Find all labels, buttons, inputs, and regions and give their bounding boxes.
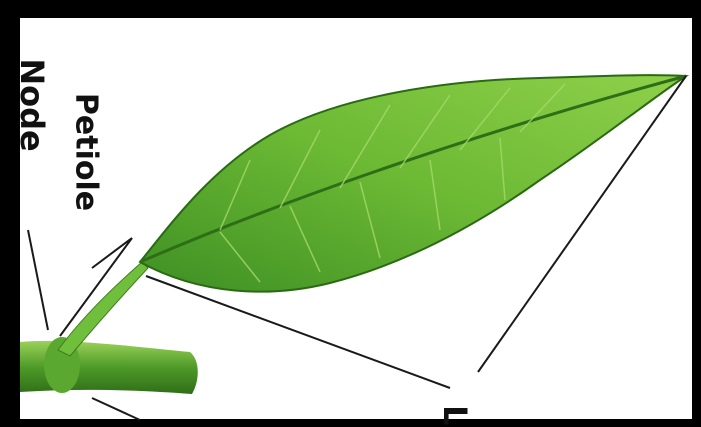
petiole-label: Petiole bbox=[69, 93, 104, 211]
node-label: Node bbox=[13, 58, 51, 151]
lamina-label: L bbox=[436, 405, 474, 425]
